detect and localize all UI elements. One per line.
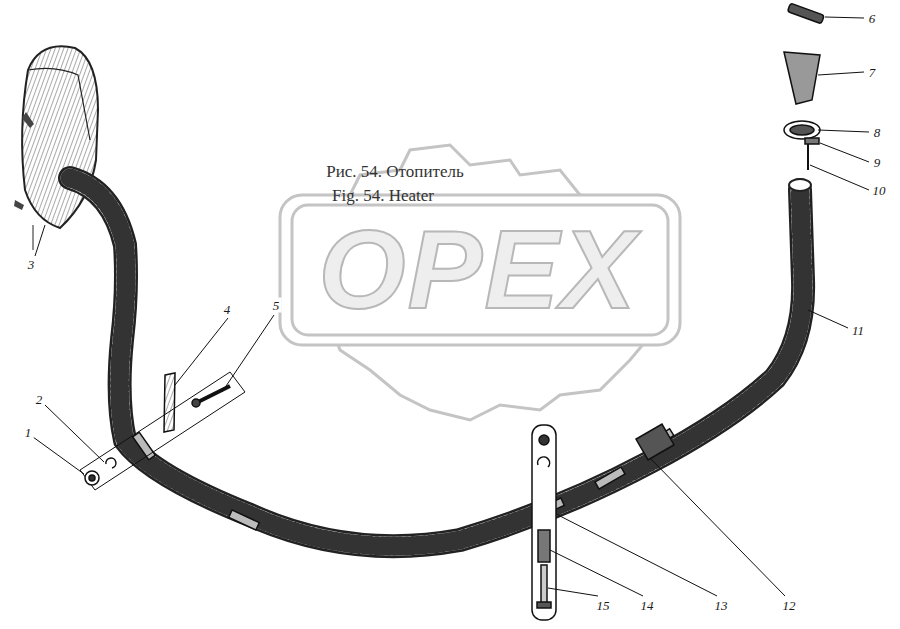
- callout-number: 3: [26, 257, 37, 272]
- callout-number: 10: [871, 183, 888, 198]
- callout-number: 6: [867, 11, 878, 26]
- callout-number: 12: [781, 598, 798, 613]
- callout-number: 5: [271, 298, 282, 313]
- hose-clamps: [133, 424, 674, 530]
- figure-title: Рис. 54. Отопитель: [324, 162, 466, 181]
- brackets: [80, 372, 556, 620]
- callout-number: 2: [34, 392, 45, 407]
- callout-number: 15: [595, 598, 612, 613]
- callout-number: 13: [713, 598, 730, 613]
- callout-number: 14: [639, 598, 656, 613]
- heater-shell: [14, 46, 98, 250]
- valve-parts: [784, 3, 824, 170]
- figure-title: Fig. 54. Heater: [330, 186, 436, 205]
- callout-number: 8: [872, 125, 883, 140]
- corrugated-hose: [70, 178, 811, 546]
- watermark-gear: [280, 145, 680, 420]
- callout-number: 1: [23, 425, 34, 440]
- leader-lines: [33, 17, 869, 596]
- callout-number: 4: [222, 302, 233, 317]
- callout-number: 7: [867, 65, 878, 80]
- watermark: OPEX: [318, 214, 637, 326]
- callout-number: 9: [872, 155, 883, 170]
- callout-number: 11: [850, 323, 866, 338]
